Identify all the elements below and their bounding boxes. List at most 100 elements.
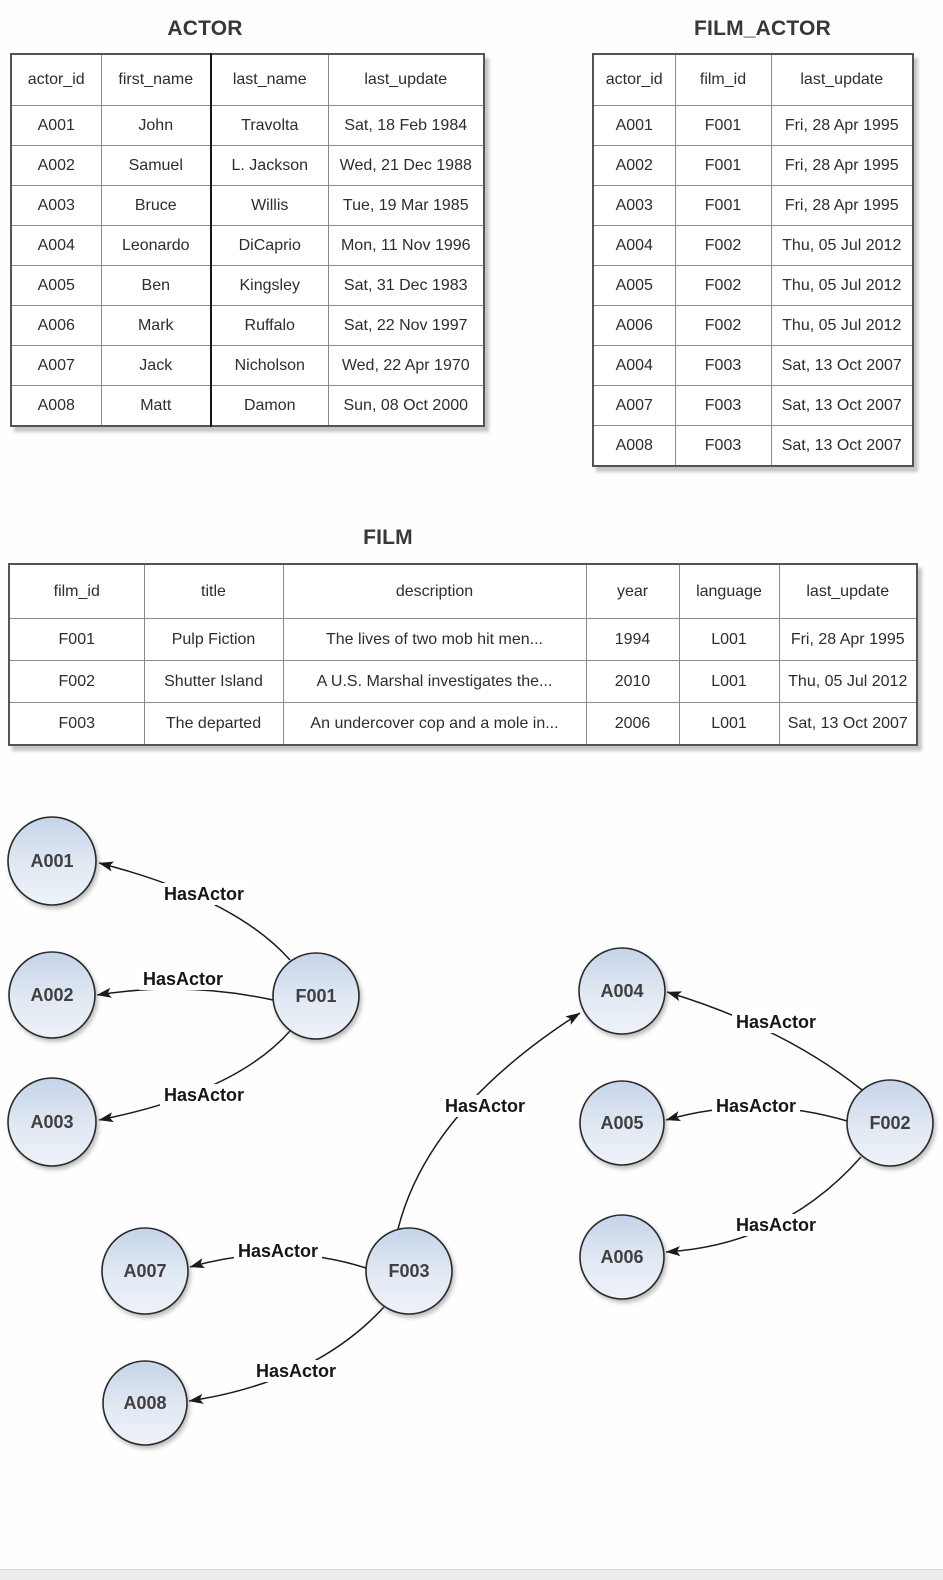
actor-cell-last_name: Travolta (210, 105, 329, 146)
actor-cell-last_update: Sat, 22 Nov 1997 (327, 305, 485, 346)
film_actor-cell-film_id: F002 (674, 265, 772, 306)
actor-column-header-first_name: first_name (100, 53, 212, 106)
graph-node-F002: F002 (846, 1079, 934, 1167)
graph-node-F003: F003 (365, 1227, 453, 1315)
actor-table-title: ACTOR (167, 17, 243, 40)
film_actor-cell-actor_id: A004 (592, 225, 676, 266)
film-cell-title: Shutter Island (143, 660, 284, 703)
film_actor-cell-film_id: F002 (674, 225, 772, 266)
graph-node-A006: A006 (579, 1214, 665, 1300)
film-cell-year: 1994 (585, 618, 680, 661)
film_actor-cell-last_update: Thu, 05 Jul 2012 (770, 265, 914, 306)
edge-label-backing (711, 1095, 801, 1117)
graph-node-A002: A002 (8, 951, 96, 1039)
node-circle-F002 (846, 1079, 934, 1167)
film_actor-cell-last_update: Thu, 05 Jul 2012 (770, 225, 914, 266)
edge-label-backing (138, 968, 228, 990)
film-cell-language: L001 (678, 660, 780, 703)
film_actor-column-header-actor_id: actor_id (592, 53, 676, 106)
node-circle-A002 (8, 951, 96, 1039)
node-label-A004: A004 (600, 981, 643, 1001)
node-circle-F003 (365, 1227, 453, 1315)
edge-label-backing (251, 1360, 341, 1382)
film_actor-cell-actor_id: A006 (592, 305, 676, 346)
film_actor-cell-actor_id: A004 (592, 345, 676, 386)
actor-cell-last_name: Ruffalo (210, 305, 329, 346)
node-circle-A007 (101, 1227, 189, 1315)
actor-cell-actor_id: A004 (10, 225, 102, 266)
film-actor-table-title: FILM_ACTOR (694, 17, 831, 40)
node-label-A007: A007 (123, 1261, 166, 1281)
film_actor-cell-film_id: F001 (674, 105, 772, 146)
actor-cell-first_name: Matt (100, 385, 212, 427)
node-label-F001: F001 (295, 986, 336, 1006)
actor-cell-actor_id: A005 (10, 265, 102, 306)
actor-cell-actor_id: A003 (10, 185, 102, 226)
node-circle-A003 (7, 1077, 97, 1167)
node-circle-A001 (7, 816, 97, 906)
film-column-header-language: language (678, 563, 780, 619)
film-cell-language: L001 (678, 618, 780, 661)
actor-cell-actor_id: A008 (10, 385, 102, 427)
film_actor-cell-actor_id: A002 (592, 145, 676, 186)
node-label-F003: F003 (388, 1261, 429, 1281)
graph-node-A004: A004 (578, 947, 666, 1035)
node-label-A006: A006 (600, 1247, 643, 1267)
film-cell-last_update: Thu, 05 Jul 2012 (778, 660, 918, 703)
graph-edge-F001-A001 (98, 861, 291, 961)
film_actor-cell-film_id: F003 (674, 425, 772, 467)
actor-cell-first_name: Jack (100, 345, 212, 386)
actor-cell-last_name: DiCaprio (210, 225, 329, 266)
actor-cell-last_update: Sat, 31 Dec 1983 (327, 265, 485, 306)
actor-cell-actor_id: A001 (10, 105, 102, 146)
edge-label-F002-A004: HasActor (736, 1012, 816, 1032)
graph-node-A001: A001 (7, 816, 97, 906)
graph-edge-F002-A006 (665, 1156, 862, 1257)
graph-node-A005: A005 (579, 1080, 665, 1166)
edge-label-backing (731, 1214, 821, 1236)
film-cell-film_id: F003 (8, 702, 145, 746)
film-cell-title: The departed (143, 702, 284, 746)
edge-label-F002-A006: HasActor (736, 1215, 816, 1235)
film_actor-column-header-last_update: last_update (770, 53, 914, 106)
film_actor-cell-film_id: F001 (674, 185, 772, 226)
edge-label-backing (731, 1011, 821, 1033)
film-cell-year: 2006 (585, 702, 680, 746)
edge-label-backing (440, 1095, 530, 1117)
edge-label-backing (159, 883, 249, 905)
node-circle-F001 (272, 952, 360, 1040)
film_actor-cell-actor_id: A003 (592, 185, 676, 226)
edge-label-F003-A008: HasActor (256, 1361, 336, 1381)
actor-column-header-last_name: last_name (210, 53, 329, 106)
node-label-A008: A008 (123, 1393, 166, 1413)
film-cell-year: 2010 (585, 660, 680, 703)
edge-label-F003-A007: HasActor (238, 1241, 318, 1261)
film-cell-description: An undercover cop and a mole in... (282, 702, 587, 746)
actor-cell-last_update: Wed, 22 Apr 1970 (327, 345, 485, 386)
footer-bar (0, 1569, 943, 1580)
film-cell-last_update: Sat, 13 Oct 2007 (778, 702, 918, 746)
actor-cell-last_update: Wed, 21 Dec 1988 (327, 145, 485, 186)
graph-edge-F001-A003 (98, 1030, 291, 1123)
film_actor-cell-film_id: F002 (674, 305, 772, 346)
actor-cell-last_update: Mon, 11 Nov 1996 (327, 225, 485, 266)
graph-node-A003: A003 (7, 1077, 97, 1167)
actor-cell-first_name: John (100, 105, 212, 146)
film-cell-language: L001 (678, 702, 780, 746)
film_actor-cell-film_id: F003 (674, 345, 772, 386)
node-circle-A005 (579, 1080, 665, 1166)
film_actor-cell-last_update: Thu, 05 Jul 2012 (770, 305, 914, 346)
node-circle-A006 (579, 1214, 665, 1300)
film-column-header-year: year (585, 563, 680, 619)
